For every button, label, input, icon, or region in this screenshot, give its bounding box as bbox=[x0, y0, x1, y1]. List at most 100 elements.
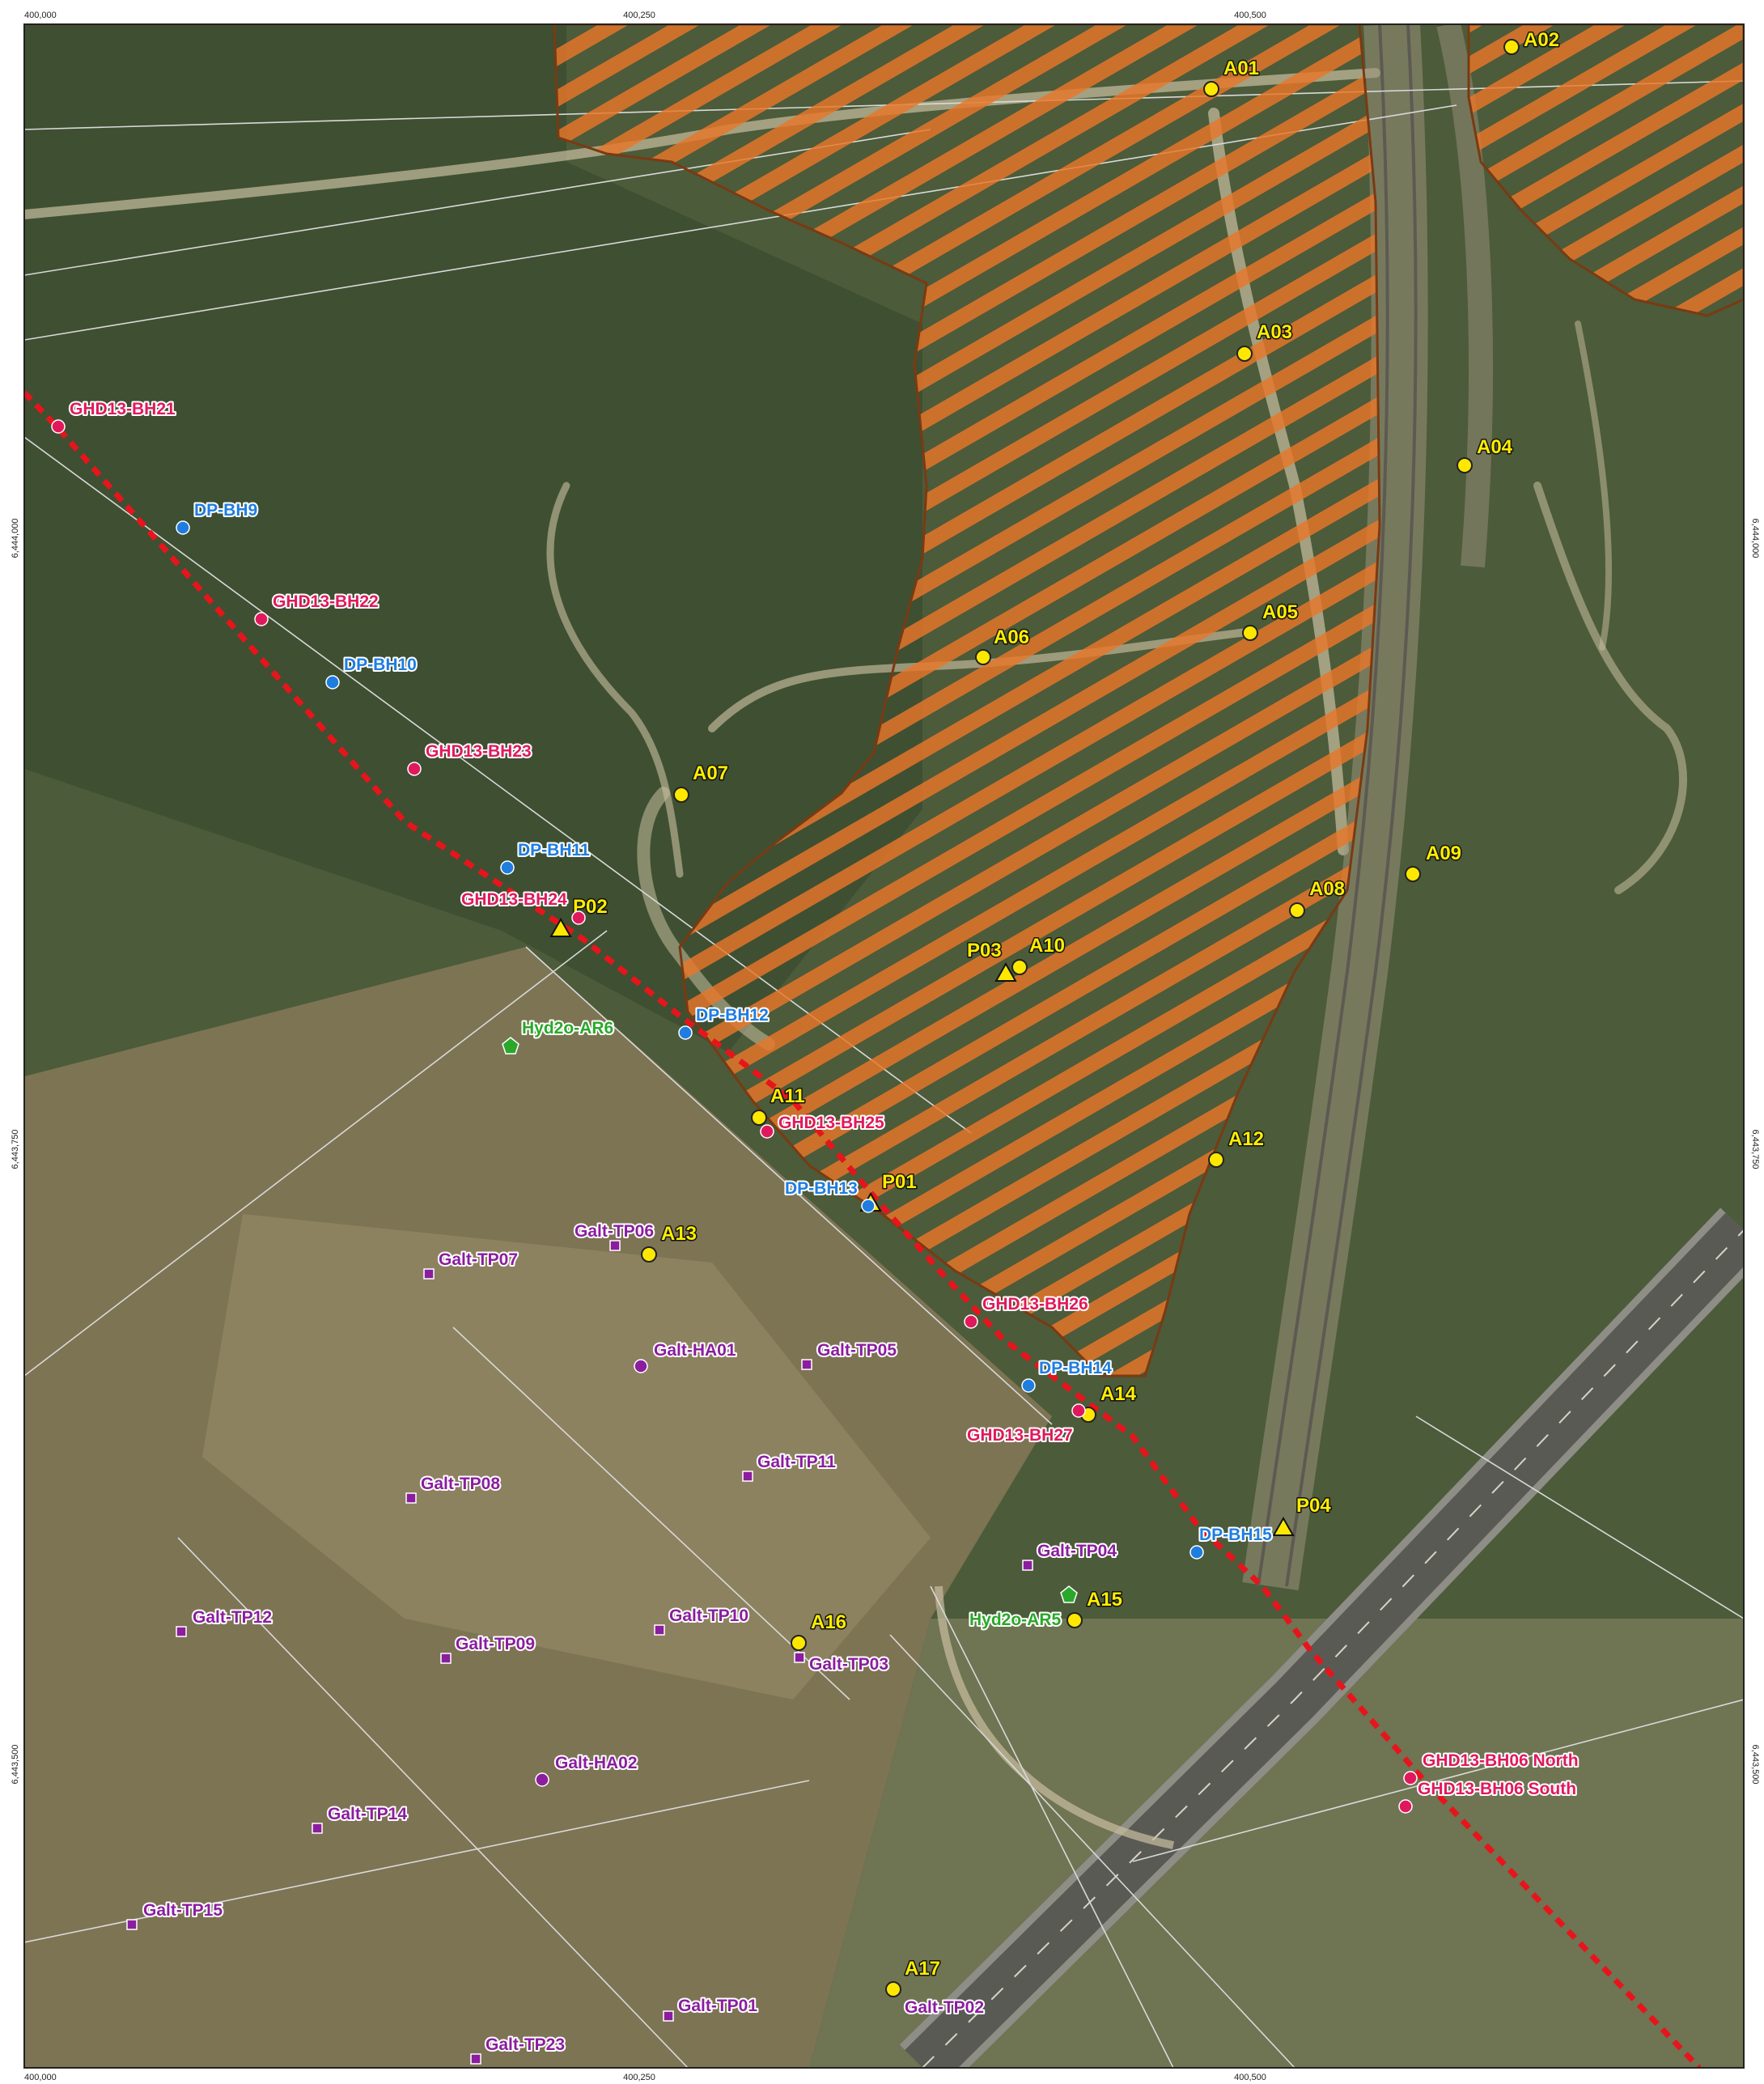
point-Hyd2o-AR6[interactable]: Hyd2o-AR6 bbox=[502, 1017, 615, 1055]
sample-marker bbox=[641, 1246, 657, 1263]
point-P03[interactable]: P03 bbox=[966, 939, 1017, 982]
bh-label: DP-BH12 bbox=[696, 1006, 769, 1025]
pit-label: Galt-TP09 bbox=[456, 1635, 535, 1653]
bh-GHD13-BH22[interactable]: GHD13-BH22 bbox=[254, 591, 380, 626]
bh-GHD13-BH21[interactable]: GHD13-BH21 bbox=[51, 398, 177, 434]
sample-marker bbox=[1011, 959, 1028, 975]
sample-A01[interactable]: A01 bbox=[1203, 57, 1261, 97]
hatched-zone-main bbox=[553, 24, 1381, 1377]
pit-Galt-TP14[interactable]: Galt-TP14 bbox=[312, 1803, 409, 1834]
square-marker bbox=[794, 1652, 805, 1663]
point-label: Hyd2o-AR6 bbox=[522, 1019, 613, 1038]
auger-Galt-HA01[interactable]: Galt-HA01 bbox=[634, 1339, 738, 1373]
sample-A16[interactable]: A16 bbox=[791, 1611, 848, 1651]
sample-marker bbox=[673, 787, 689, 803]
sample-A15[interactable]: A15 bbox=[1066, 1588, 1124, 1628]
pit-Galt-TP11[interactable]: Galt-TP11 bbox=[742, 1451, 837, 1482]
bh-GHD13-BH24[interactable]: GHD13-BH24 bbox=[460, 889, 586, 925]
alignment-line bbox=[24, 390, 1702, 2068]
bh-label: GHD13-BH21 bbox=[70, 400, 176, 418]
sample-A05[interactable]: A05 bbox=[1242, 601, 1300, 641]
point-label: P02 bbox=[573, 896, 608, 918]
pit-label: Galt-TP15 bbox=[143, 1901, 223, 1920]
coord-left-2: 6,443,750 bbox=[11, 1130, 20, 1169]
triangle-marker bbox=[549, 917, 572, 937]
auger-label: Galt-HA01 bbox=[654, 1341, 736, 1360]
sample-A02[interactable]: A02 bbox=[1503, 28, 1561, 55]
pit-Galt-TP06[interactable]: Galt-TP06 bbox=[573, 1220, 655, 1251]
bh-DP-BH10[interactable]: DP-BH10 bbox=[325, 654, 418, 690]
sample-marker bbox=[1208, 1152, 1224, 1168]
pit-Galt-TP07[interactable]: Galt-TP07 bbox=[423, 1249, 519, 1280]
point-P04[interactable]: P04 bbox=[1272, 1494, 1333, 1536]
pit-Galt-TP23[interactable]: Galt-TP23 bbox=[470, 2034, 566, 2065]
pit-Galt-TP12[interactable]: Galt-TP12 bbox=[176, 1607, 274, 1637]
pit-label: Galt-TP08 bbox=[421, 1475, 500, 1493]
bh-GHD13-BH06-North[interactable]: GHD13-BH06 North bbox=[1403, 1750, 1580, 1785]
sample-marker bbox=[751, 1110, 767, 1126]
sample-A12[interactable]: A12 bbox=[1208, 1127, 1266, 1168]
pentagon-marker bbox=[502, 1037, 519, 1055]
sample-A08[interactable]: A08 bbox=[1289, 877, 1346, 919]
point-Hyd2o-AR5[interactable]: Hyd2o-AR5 bbox=[968, 1585, 1078, 1631]
sample-A11[interactable]: A11 bbox=[751, 1084, 806, 1126]
bh-DP-BH11[interactable]: DP-BH11 bbox=[500, 839, 592, 875]
sample-points: A01 A02 A03 A04 A05 A06 A07 A08 A09 A10 … bbox=[641, 28, 1561, 1997]
pit-Galt-TP03[interactable]: Galt-TP03 bbox=[794, 1652, 890, 1675]
coord-top-right: 400,500 bbox=[1234, 11, 1266, 20]
pit-Galt-TP02[interactable]: Galt-TP02 bbox=[903, 1997, 986, 2018]
bh-label: GHD13-BH23 bbox=[426, 742, 532, 761]
sample-label: A07 bbox=[693, 762, 728, 784]
bh-DP-BH14[interactable]: DP-BH14 bbox=[1021, 1357, 1113, 1393]
pit-Galt-TP04[interactable]: Galt-TP04 bbox=[1022, 1540, 1118, 1571]
pit-label: Galt-TP10 bbox=[669, 1607, 748, 1625]
square-marker bbox=[1022, 1560, 1033, 1571]
sample-marker bbox=[791, 1635, 807, 1651]
point-P02[interactable]: P02 bbox=[549, 895, 608, 937]
sample-A17[interactable]: A17 bbox=[885, 1957, 942, 1997]
hatched-zones bbox=[553, 24, 1744, 1377]
sample-A07[interactable]: A07 bbox=[673, 762, 730, 803]
sample-A10[interactable]: A10 bbox=[1011, 934, 1066, 975]
pit-Galt-TP08[interactable]: Galt-TP08 bbox=[405, 1473, 502, 1504]
sample-A14[interactable]: A14 bbox=[1080, 1382, 1138, 1423]
bh-GHD13-BH06-South[interactable]: GHD13-BH06 South bbox=[1398, 1778, 1578, 1814]
bh-DP-BH12[interactable]: DP-BH12 bbox=[678, 1004, 770, 1040]
sample-A13[interactable]: A13 bbox=[641, 1222, 698, 1263]
auger-marker bbox=[634, 1359, 648, 1373]
pit-Galt-TP10[interactable]: Galt-TP10 bbox=[654, 1605, 750, 1636]
square-marker bbox=[609, 1240, 621, 1251]
sample-A06[interactable]: A06 bbox=[975, 626, 1031, 665]
pit-label: Galt-TP01 bbox=[678, 1997, 757, 2015]
point-label: P01 bbox=[882, 1171, 917, 1193]
auger-marker bbox=[535, 1772, 549, 1787]
coord-right-1: 6,444,000 bbox=[1750, 519, 1760, 558]
sample-A04[interactable]: A04 bbox=[1457, 435, 1514, 473]
bh-label: GHD13-BH26 bbox=[982, 1295, 1088, 1314]
bh-DP-BH13[interactable]: DP-BH13 bbox=[783, 1178, 876, 1213]
pit-Galt-TP09[interactable]: Galt-TP09 bbox=[440, 1633, 536, 1664]
sample-A09[interactable]: A09 bbox=[1405, 842, 1463, 882]
bh-GHD13-BH26[interactable]: GHD13-BH26 bbox=[964, 1293, 1090, 1329]
coord-bottom-left: 400,000 bbox=[24, 2073, 57, 2082]
bh-DP-BH9[interactable]: DP-BH9 bbox=[176, 499, 259, 535]
pit-Galt-TP15[interactable]: Galt-TP15 bbox=[126, 1899, 224, 1930]
auger-Galt-HA02[interactable]: Galt-HA02 bbox=[535, 1752, 639, 1787]
bh-DP-BH15[interactable]: DP-BH15 bbox=[1189, 1524, 1274, 1560]
square-marker bbox=[801, 1359, 812, 1370]
bh-GHD13-BH23[interactable]: GHD13-BH23 bbox=[407, 741, 533, 776]
sample-marker bbox=[1203, 81, 1219, 97]
triangle-marker bbox=[994, 961, 1017, 982]
open-field bbox=[202, 1214, 931, 1700]
bh-GHD13-BH25[interactable]: GHD13-BH25 bbox=[760, 1112, 886, 1139]
railway-corridor bbox=[1242, 24, 1493, 1590]
bh-label: DP-BH14 bbox=[1039, 1359, 1112, 1377]
pit-Galt-TP05[interactable]: Galt-TP05 bbox=[801, 1339, 898, 1370]
dp-marker bbox=[176, 520, 190, 535]
square-marker bbox=[663, 2010, 674, 2022]
pit-Galt-TP01[interactable]: Galt-TP01 bbox=[663, 1995, 759, 2022]
bh-GHD13-BH27[interactable]: GHD13-BH27 bbox=[965, 1403, 1086, 1446]
sample-A03[interactable]: A03 bbox=[1236, 320, 1294, 362]
point-label: Hyd2o-AR5 bbox=[969, 1611, 1062, 1629]
